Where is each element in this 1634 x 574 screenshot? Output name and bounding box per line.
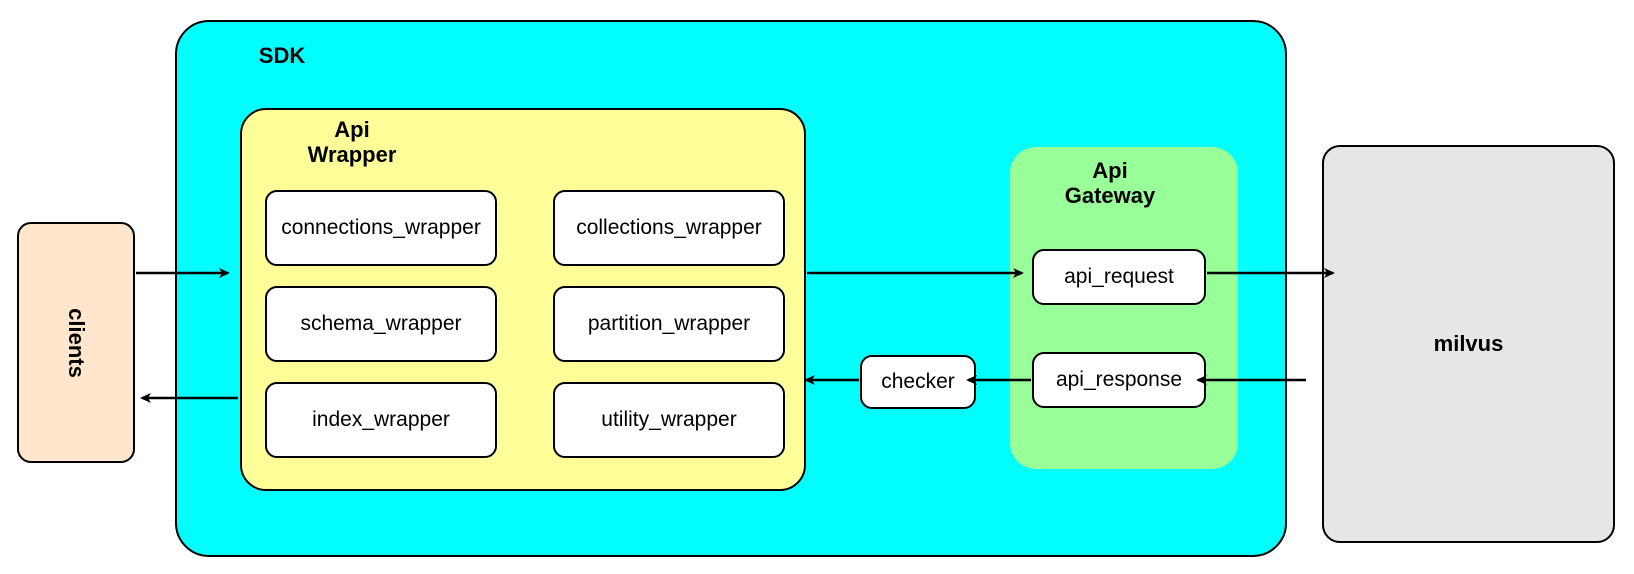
node-checker[interactable]: checker [860,355,976,409]
node-api-request[interactable]: api_request [1032,249,1206,305]
node-api-response[interactable]: api_response [1032,352,1206,408]
node-utility-wrapper-label: utility_wrapper [601,408,737,431]
node-partition-wrapper[interactable]: partition_wrapper [553,286,785,362]
node-utility-wrapper[interactable]: utility_wrapper [553,382,785,458]
node-clients[interactable]: clients [17,222,135,463]
node-schema-wrapper[interactable]: schema_wrapper [265,286,497,362]
node-schema-wrapper-label: schema_wrapper [300,312,462,335]
container-api-wrapper-label: Api Wrapper [307,117,397,167]
container-api-gateway: Api Gateway [1010,147,1238,469]
node-collections-wrapper[interactable]: collections_wrapper [553,190,785,266]
node-milvus-label: milvus [1433,331,1504,356]
container-api-gateway-label: Api Gateway [1064,158,1156,208]
node-index-wrapper-label: index_wrapper [312,408,450,431]
node-index-wrapper[interactable]: index_wrapper [265,382,497,458]
node-partition-wrapper-label: partition_wrapper [587,312,751,335]
node-connections-wrapper-label: connections_wrapper [281,216,481,239]
node-connections-wrapper[interactable]: connections_wrapper [265,190,497,266]
node-clients-label: clients [63,307,89,378]
container-sdk-label: SDK [258,43,306,68]
node-collections-wrapper-label: collections_wrapper [576,216,762,239]
node-checker-label: checker [881,370,955,393]
node-milvus[interactable]: milvus [1322,145,1615,543]
node-api-response-label: api_response [1055,368,1183,391]
node-api-request-label: api_request [1064,265,1174,288]
